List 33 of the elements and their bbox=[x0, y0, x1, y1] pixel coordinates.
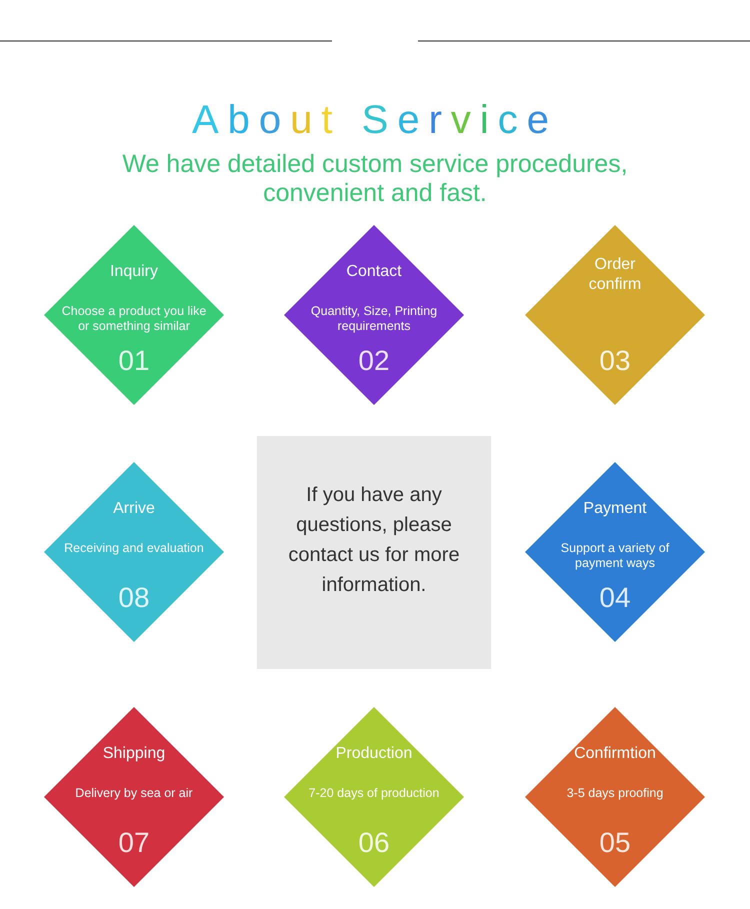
step-title: Contact bbox=[345, 262, 403, 282]
step-description: 3-5 days proofing bbox=[566, 786, 664, 801]
step-title: Inquiry bbox=[108, 262, 160, 282]
step-diamond bbox=[525, 707, 705, 887]
step-title: Payment bbox=[582, 499, 648, 519]
step-diamond bbox=[284, 707, 464, 887]
step-number: 06 bbox=[357, 833, 391, 853]
step-title: Production bbox=[334, 744, 414, 764]
step-diamond bbox=[525, 462, 705, 642]
subtitle: We have detailed custom service procedures, convenient and fast. bbox=[121, 150, 629, 208]
step-description: 7-20 days of production bbox=[308, 786, 440, 801]
step-diamond bbox=[525, 225, 705, 405]
step-title: Order confirm bbox=[588, 255, 642, 295]
step-description: Receiving and evaluation bbox=[63, 541, 205, 556]
step-diamond bbox=[44, 707, 224, 887]
step-number: 05 bbox=[598, 833, 632, 853]
step-description: Delivery by sea or air bbox=[74, 786, 194, 801]
step-diamond bbox=[44, 462, 224, 642]
step-number: 01 bbox=[117, 351, 151, 371]
step-number: 03 bbox=[598, 351, 632, 371]
step-description: Quantity, Size, Printing requirements bbox=[310, 304, 438, 334]
step-number: 08 bbox=[117, 588, 151, 608]
step-number: 02 bbox=[357, 351, 391, 371]
step-number: 04 bbox=[598, 588, 632, 608]
step-diamond bbox=[284, 225, 464, 405]
step-title: Arrive bbox=[112, 499, 156, 519]
step-number: 07 bbox=[117, 833, 151, 853]
step-title: Confirmtion bbox=[573, 744, 657, 764]
step-diamond bbox=[44, 225, 224, 405]
info-text: If you have any questions, please contact us for more information. bbox=[287, 483, 461, 598]
step-title: Shipping bbox=[102, 744, 166, 764]
step-description: Choose a product you like or something similar bbox=[60, 304, 208, 334]
step-description: Support a variety of payment ways bbox=[560, 541, 670, 571]
